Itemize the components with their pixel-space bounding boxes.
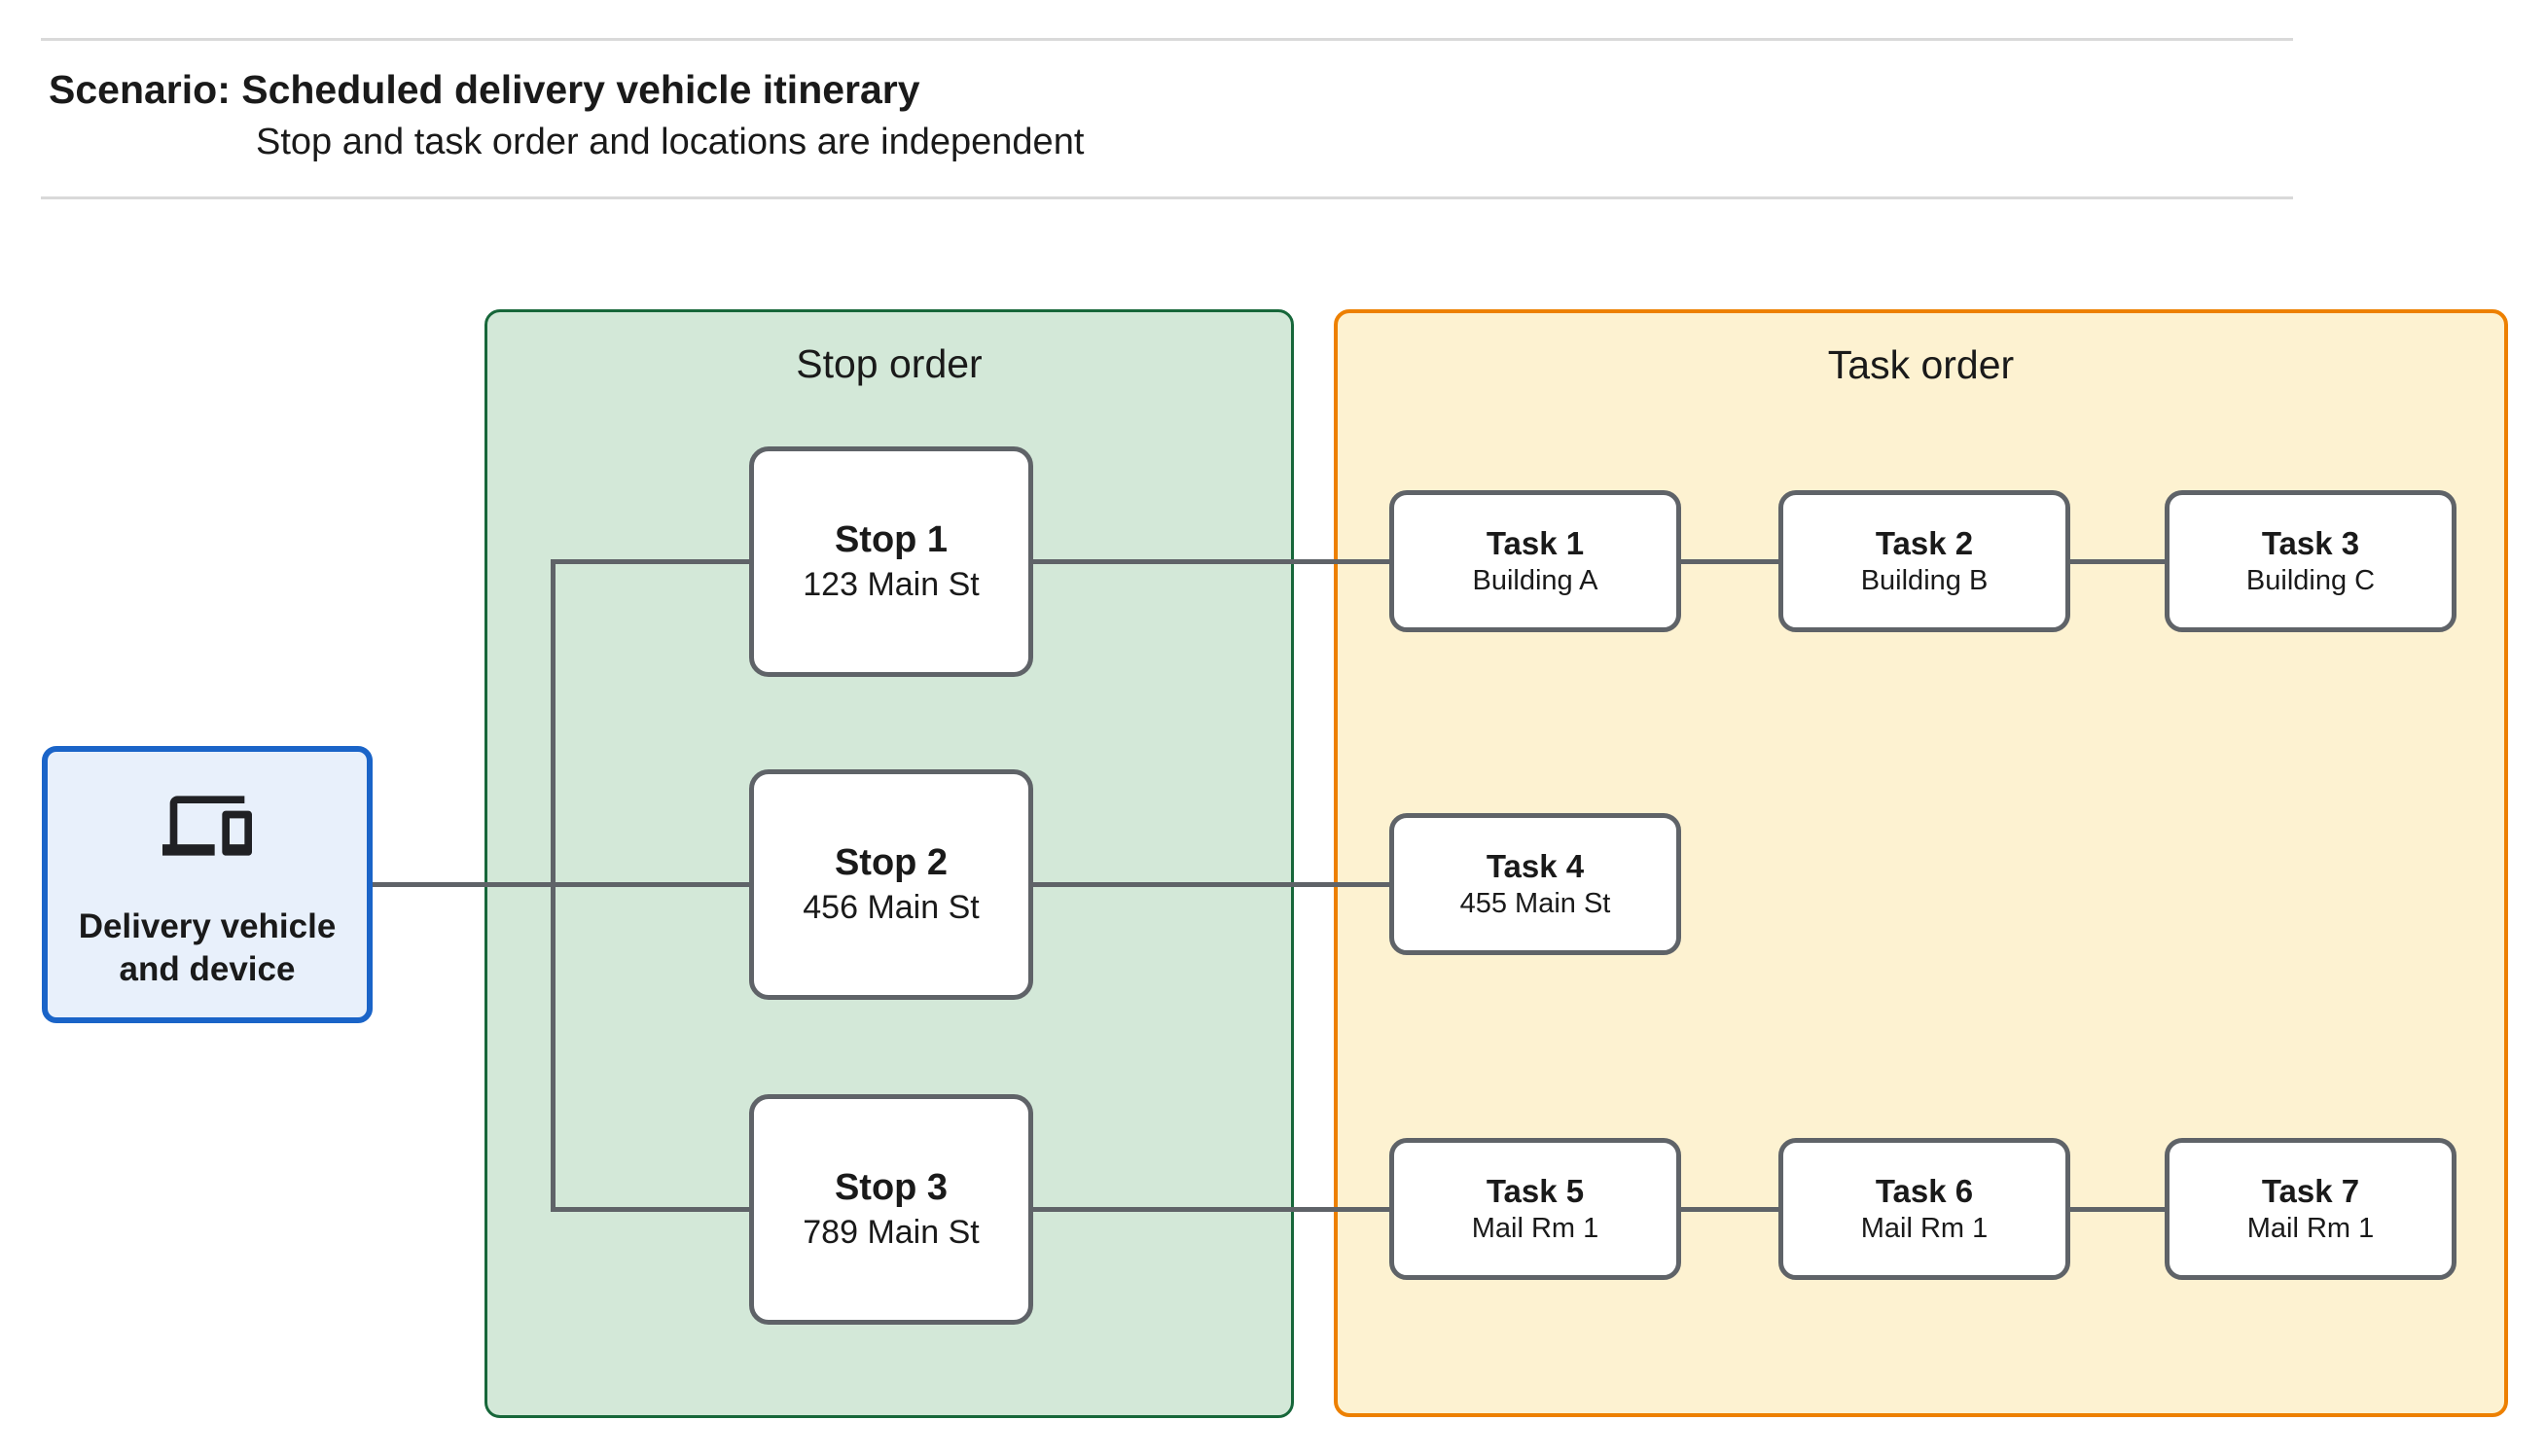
connector-trunk-to-stop1 [551,559,749,564]
task-1-location: Building A [1472,564,1598,596]
task-2-label: Task 2 [1875,524,1974,561]
task-order-panel-title: Task order [1827,342,2015,387]
connector-stop1-to-task1 [1033,559,1389,564]
task-6-location: Mail Rm 1 [1860,1212,1989,1244]
devices-icon [162,796,252,856]
top-divider [41,38,2293,41]
task-3-label: Task 3 [2261,524,2360,561]
task-5-label: Task 5 [1486,1172,1585,1209]
task-5-node: Task 5 Mail Rm 1 [1389,1138,1681,1280]
header-divider [41,196,2293,199]
connector-trunk-vertical [551,559,556,1212]
stop-1-label: Stop 1 [834,518,949,560]
task-6-node: Task 6 Mail Rm 1 [1778,1138,2070,1280]
stop-3-address: 789 Main St [803,1214,980,1252]
task-7-location: Mail Rm 1 [2246,1212,2375,1244]
scenario-title: Scenario: Scheduled delivery vehicle iti… [49,67,920,112]
task-4-location: 455 Main St [1459,887,1611,919]
task-3-node: Task 3 Building C [2165,490,2456,632]
task-6-label: Task 6 [1875,1172,1974,1209]
connector-task1-to-task2 [1681,559,1778,564]
connector-task6-to-task7 [2070,1207,2165,1212]
task-5-location: Mail Rm 1 [1471,1212,1599,1244]
stop-2-node: Stop 2 456 Main St [749,769,1033,1000]
task-2-node: Task 2 Building B [1778,490,2070,632]
stop-1-node: Stop 1 123 Main St [749,446,1033,677]
task-1-label: Task 1 [1486,524,1585,561]
task-3-location: Building C [2245,564,2376,596]
stop-3-node: Stop 3 789 Main St [749,1094,1033,1325]
stop-3-label: Stop 3 [834,1166,949,1208]
connector-trunk-to-stop3 [551,1207,749,1212]
vehicle-label: Delivery vehicle and device [78,907,337,988]
stop-1-address: 123 Main St [803,566,980,604]
stop-2-label: Stop 2 [834,841,949,883]
task-4-node: Task 4 455 Main St [1389,813,1681,955]
scenario-subtitle: Stop and task order and locations are in… [256,122,1085,162]
stop-2-address: 456 Main St [803,889,980,927]
connector-stop3-to-task5 [1033,1207,1389,1212]
task-1-node: Task 1 Building A [1389,490,1681,632]
task-4-label: Task 4 [1486,847,1585,884]
connector-stop2-to-task4 [1033,882,1389,887]
connector-task2-to-task3 [2070,559,2165,564]
task-2-location: Building B [1860,564,1989,596]
task-7-label: Task 7 [2261,1172,2360,1209]
connector-vehicle-to-stop2 [373,882,749,887]
stop-order-panel-title: Stop order [796,341,983,386]
connector-task5-to-task6 [1681,1207,1778,1212]
delivery-vehicle-node: Delivery vehicle and device [42,746,373,1023]
task-7-node: Task 7 Mail Rm 1 [2165,1138,2456,1280]
